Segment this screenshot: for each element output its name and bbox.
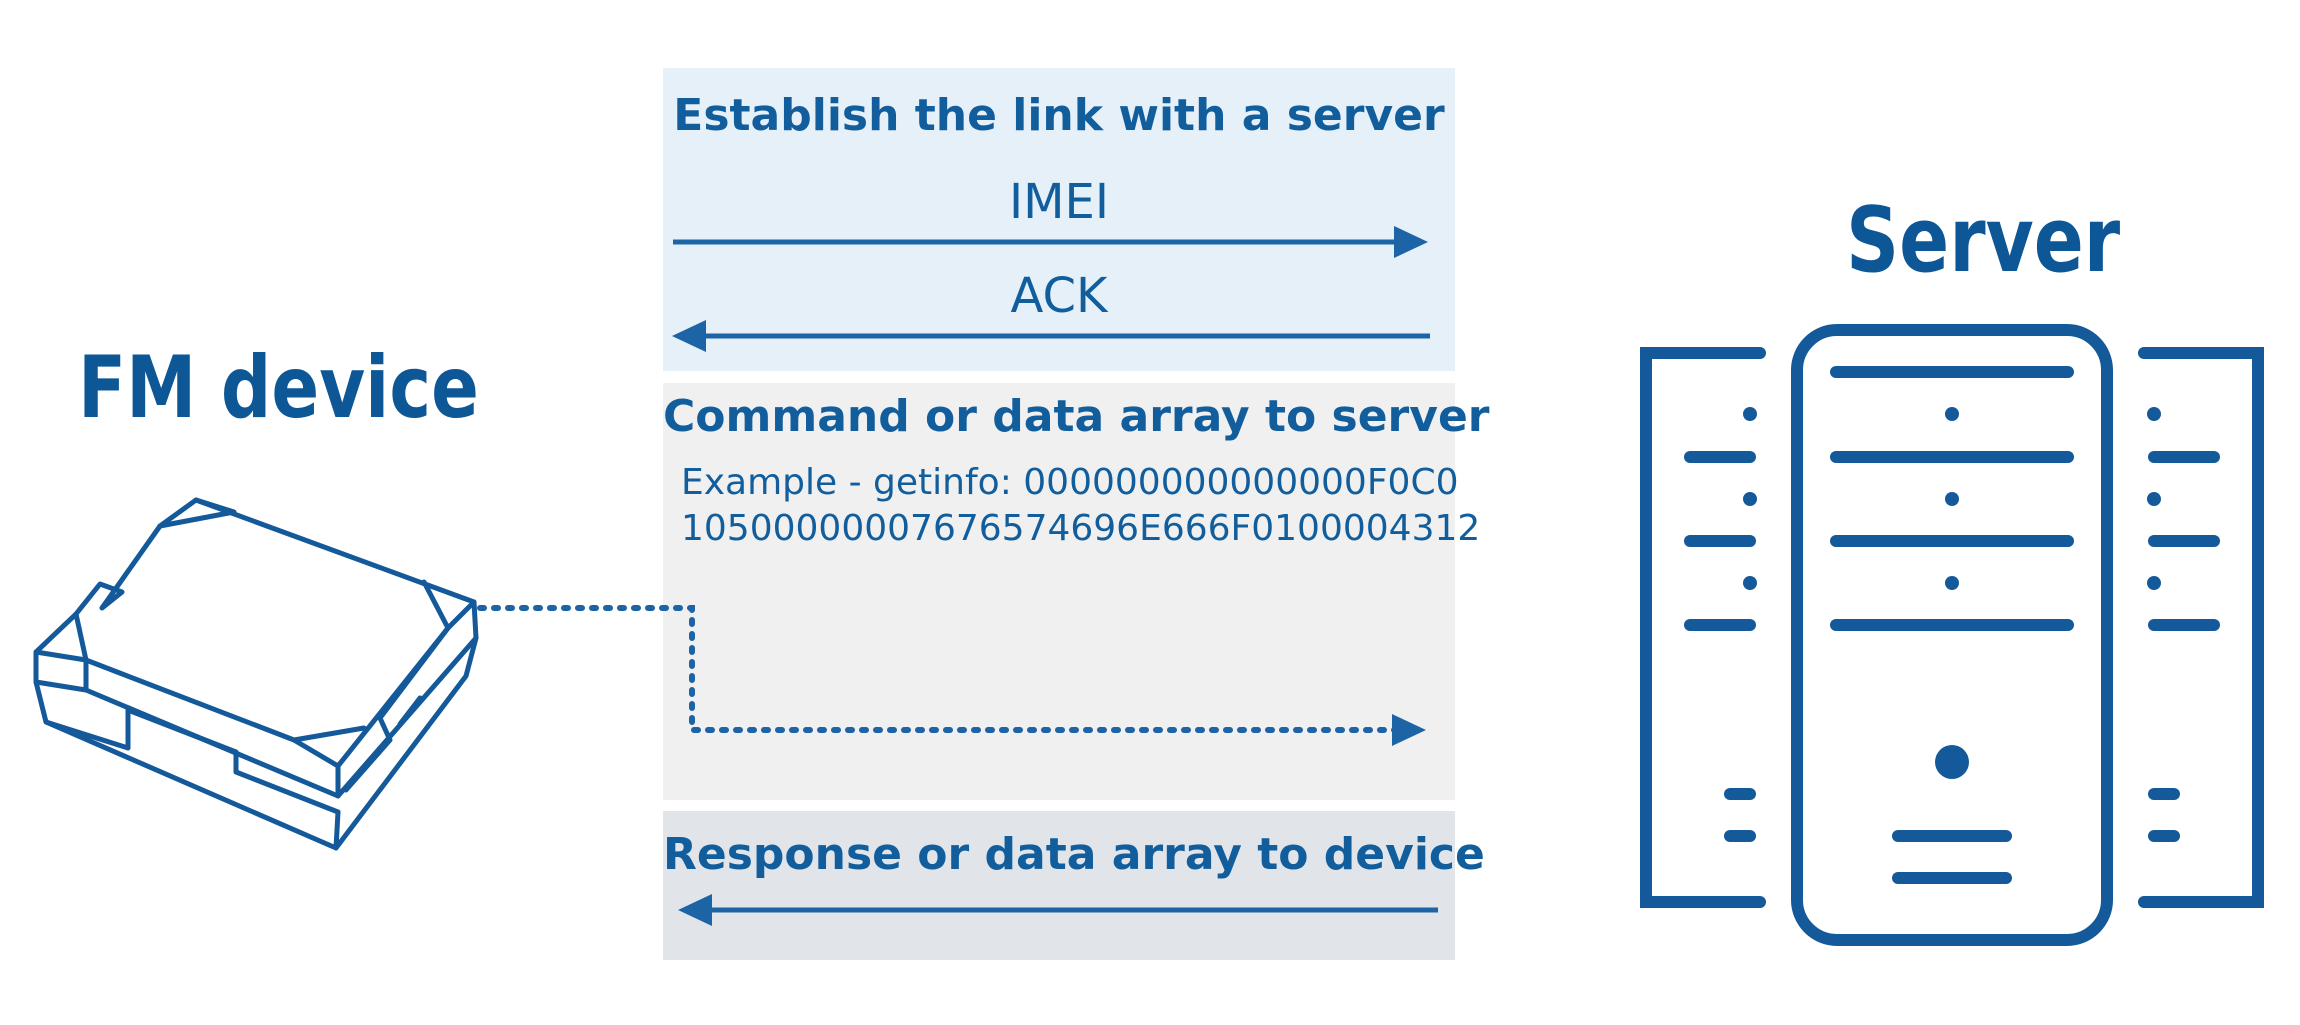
- server-icon: [1640, 324, 2264, 946]
- fm-device-icon: [33, 497, 479, 851]
- imei-label: IMEI: [1008, 174, 1110, 230]
- server-title: Server: [1846, 188, 2121, 293]
- imei-arrow: [673, 226, 1428, 258]
- handshake-title: Establish the link with a server: [673, 90, 1445, 141]
- ack-arrow: [672, 320, 1430, 352]
- response-panel: Response or data array to device: [663, 811, 1485, 960]
- example-line-2: 10500000007676574696E666F0100004312: [681, 508, 1481, 549]
- command-example: Example - getinfo: 000000000000000F0C0 1…: [681, 460, 1481, 552]
- command-dotted-arrow: [477, 605, 1426, 746]
- example-line-1: Example - getinfo: 000000000000000F0C0: [681, 462, 1459, 503]
- ack-label: ACK: [1010, 268, 1108, 324]
- fm-device-title: FM device: [78, 338, 479, 438]
- command-title: Command or data array to server: [663, 391, 1490, 442]
- response-title: Response or data array to device: [663, 829, 1485, 880]
- response-arrow: [678, 894, 1438, 926]
- handshake-panel: Establish the link with a server IMEI AC…: [663, 68, 1455, 371]
